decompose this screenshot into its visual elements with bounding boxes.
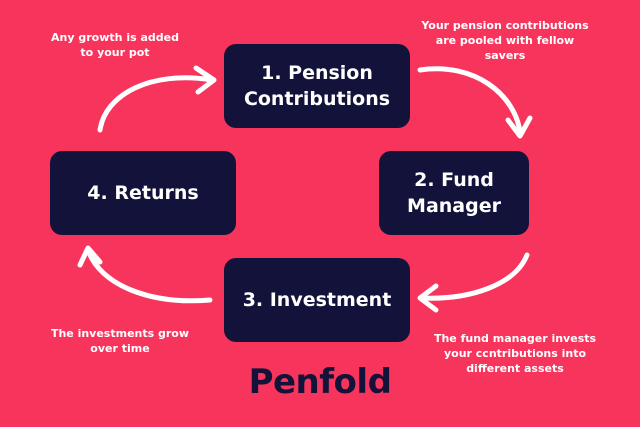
step-investment: 3. Investment bbox=[224, 258, 410, 342]
step-pension-contributions-label: 1. Pension Contributions bbox=[243, 62, 391, 110]
arrowhead-returns-to-contributions bbox=[193, 65, 217, 95]
step-fund-manager: 2. Fund Manager bbox=[379, 151, 529, 235]
step-returns: 4. Returns bbox=[50, 151, 236, 235]
arrowhead-fund-manager-to-investment bbox=[417, 283, 439, 313]
arrow-contributions-to-fund-manager bbox=[417, 66, 523, 135]
arrow-returns-to-contributions bbox=[97, 75, 215, 133]
step-fund-manager-label: 2. Fund Manager bbox=[407, 169, 501, 217]
note-contributions-pooled: Your pension contributions are pooled wi… bbox=[421, 19, 589, 62]
step-returns-label: 4. Returns bbox=[87, 182, 199, 204]
arrowhead-contributions-to-fund-manager bbox=[505, 115, 533, 139]
arrow-fund-manager-to-investment bbox=[419, 252, 530, 301]
note-fund-manager-invests: The fund manager invests your ccntributi… bbox=[433, 332, 597, 375]
note-investments-grow: The investments grow over time bbox=[50, 327, 190, 355]
arrow-investment-to-returns bbox=[85, 247, 213, 304]
step-pension-contributions: 1. Pension Contributions bbox=[224, 44, 410, 128]
step-investment-label: 3. Investment bbox=[242, 289, 392, 311]
note-growth-added: Any growth is added to your pot bbox=[51, 31, 179, 59]
penfold-logo: Penfold bbox=[248, 362, 392, 402]
arrowhead-investment-to-returns bbox=[77, 245, 103, 268]
